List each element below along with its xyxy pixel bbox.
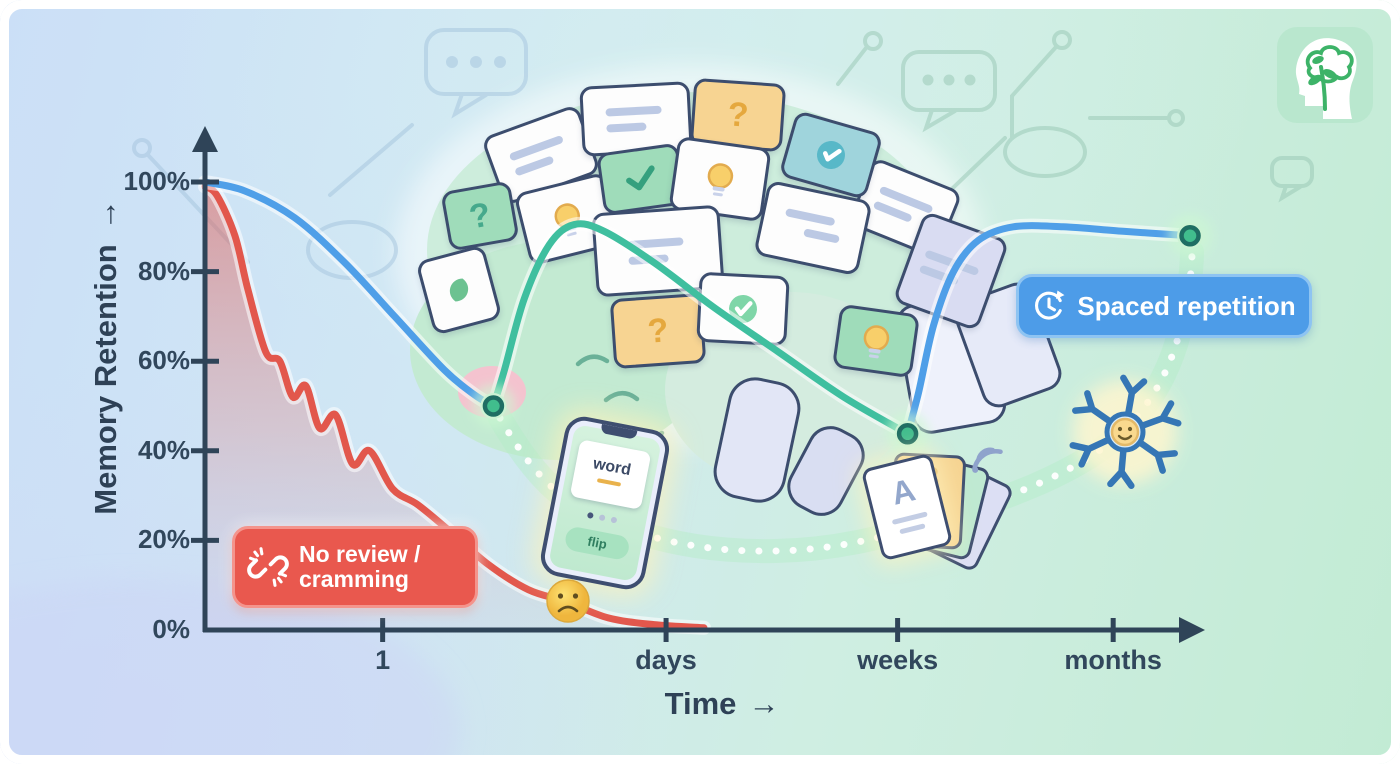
brain-flashcard <box>778 109 884 201</box>
spaced-repetition-badge: Spaced repetition <box>1016 274 1312 338</box>
brain-flashcard <box>596 142 686 216</box>
forgetting-curve-area <box>205 186 704 631</box>
curve-3-spaced-repetition <box>904 222 1194 438</box>
clock-repeat-icon <box>1035 290 1065 320</box>
brain-flashcard: ? <box>440 180 520 252</box>
lines-icon <box>873 186 933 222</box>
question-icon: ? <box>646 311 669 350</box>
y-axis-title: Memory Retention → <box>85 137 127 577</box>
svg-text:?: ? <box>646 311 669 350</box>
y-axis-arrow <box>192 126 218 152</box>
y-axis-title-text: Memory Retention <box>88 244 123 515</box>
brain-flashcard <box>480 103 602 207</box>
spaced-repetition-label: Spaced repetition <box>1077 290 1296 321</box>
brain-flashcard <box>847 156 963 260</box>
check-icon <box>626 165 655 191</box>
head-silhouette <box>1295 38 1357 119</box>
brain-stem <box>787 426 865 516</box>
no-review-line2: cramming <box>299 566 409 592</box>
speech-bubble-icon <box>424 28 528 119</box>
page-dots <box>558 506 646 529</box>
signal-waves-icon <box>972 447 1003 473</box>
curve-1-spaced-repetition <box>201 178 497 410</box>
bulb-icon <box>707 163 734 197</box>
x-axis-title-text: Time <box>664 686 737 721</box>
review-point-dot <box>1179 225 1201 247</box>
question-icon: ? <box>466 195 493 236</box>
brain-flashcard: ? <box>609 292 707 370</box>
brain-flashcard <box>831 303 921 379</box>
lines2-icon <box>785 208 840 243</box>
x-axis-arrow <box>1179 617 1205 643</box>
happy-face-icon <box>1110 417 1140 447</box>
phone-flashcard-underline <box>596 478 622 487</box>
no-review-badge-label: No review / cramming <box>299 540 421 593</box>
bulb-icon <box>863 325 890 359</box>
sprout-leaves <box>1308 56 1337 86</box>
phone-screen: word flip <box>548 423 662 583</box>
brain-flashcard <box>415 244 503 336</box>
right-arrow-icon: → <box>748 686 780 721</box>
brain-flashcard <box>753 179 873 277</box>
review-point-dot <box>896 423 919 445</box>
lines-icon <box>605 105 662 133</box>
brain-stem <box>713 377 801 503</box>
svg-text:?: ? <box>726 95 749 134</box>
no-review-badge: No review / cramming <box>232 526 478 608</box>
review-point-dot <box>482 395 505 417</box>
sad-face-icon <box>546 579 590 623</box>
curve-2-spaced-repetition <box>489 220 912 438</box>
broken-link-icon <box>247 547 289 587</box>
brain-flashcard <box>579 81 693 157</box>
lines-icon <box>509 135 563 176</box>
flip-button: flip <box>563 525 631 562</box>
no-review-line1: No review / <box>299 540 421 567</box>
neuron-icon <box>1069 374 1182 490</box>
question-icon: ? <box>726 95 749 134</box>
speech-bubble-icon <box>901 50 997 133</box>
flashcard-stack: B A <box>860 447 1018 588</box>
x-axis-title: Time → <box>622 686 822 722</box>
check-round-icon <box>817 141 845 169</box>
phone-flashcard: word <box>569 439 652 510</box>
brain-flashcard <box>668 135 772 223</box>
phone-flashcard-word: word <box>591 455 633 480</box>
dotted-review-trail <box>496 248 1196 555</box>
brain-growth-logo <box>1277 27 1373 123</box>
up-arrow-icon: → <box>88 199 123 231</box>
brain-flashcard: ? <box>689 77 787 153</box>
leaf-icon <box>449 278 469 302</box>
